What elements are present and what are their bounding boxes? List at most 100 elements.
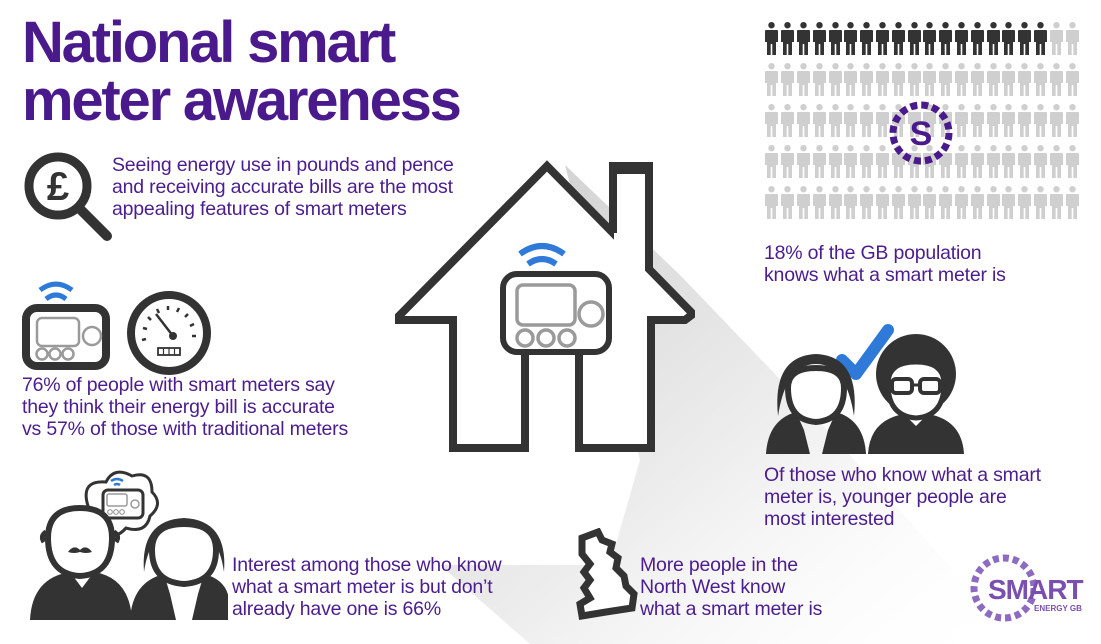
person-icon <box>954 104 970 145</box>
logo-main-text: SMART <box>988 574 1084 605</box>
person-icon <box>985 145 1001 186</box>
person-icon <box>764 145 780 186</box>
person-icon <box>780 186 796 227</box>
person-icon <box>1033 22 1049 63</box>
person-icon <box>811 63 827 104</box>
person-icon <box>1048 186 1064 227</box>
person-icon <box>1064 22 1080 63</box>
person-icon <box>764 22 780 63</box>
person-icon <box>875 63 891 104</box>
person-icon <box>827 63 843 104</box>
person-icon <box>1001 63 1017 104</box>
magnifier-pound-icon: £ <box>24 152 112 241</box>
person-icon <box>1001 104 1017 145</box>
person-icon <box>843 104 859 145</box>
person-icon <box>922 22 938 63</box>
person-icon <box>906 63 922 104</box>
person-icon <box>985 186 1001 227</box>
person-icon <box>875 22 891 63</box>
person-icon <box>1064 63 1080 104</box>
person-icon <box>1017 63 1033 104</box>
person-icon <box>938 63 954 104</box>
person-icon <box>985 63 1001 104</box>
person-icon <box>969 22 985 63</box>
person-icon <box>1033 186 1049 227</box>
person-icon <box>811 145 827 186</box>
checkmark-icon <box>836 324 894 380</box>
person-icon <box>954 186 970 227</box>
young-people-checkmark-icon <box>766 324 964 454</box>
person-icon <box>764 186 780 227</box>
title-line-1: National smart <box>22 10 396 75</box>
person-icon <box>780 145 796 186</box>
person-icon <box>922 186 938 227</box>
person-icon <box>969 186 985 227</box>
person-icon <box>811 22 827 63</box>
person-icon <box>796 63 812 104</box>
fact-interest: Interest among those who know what a sma… <box>232 554 502 620</box>
person-icon <box>843 63 859 104</box>
person-icon <box>1001 22 1017 63</box>
person-icon <box>811 104 827 145</box>
person-icon <box>969 104 985 145</box>
fact-accuracy: 76% of people with smart meters say they… <box>22 374 349 440</box>
smart-meter-icon <box>22 281 110 370</box>
person-icon <box>859 63 875 104</box>
person-icon <box>796 104 812 145</box>
person-icon <box>843 186 859 227</box>
person-icon <box>922 104 938 145</box>
person-icon <box>969 63 985 104</box>
person-icon <box>1064 186 1080 227</box>
fact-pounds-pence: Seeing energy use in pounds and pence an… <box>112 154 454 220</box>
person-icon <box>764 63 780 104</box>
person-icon <box>1048 104 1064 145</box>
person-icon <box>780 104 796 145</box>
person-icon <box>1048 22 1064 63</box>
person-icon <box>954 22 970 63</box>
person-icon <box>1064 145 1080 186</box>
person-icon <box>985 104 1001 145</box>
person-icon <box>985 22 1001 63</box>
person-icon <box>796 145 812 186</box>
person-icon <box>906 186 922 227</box>
person-icon <box>1017 186 1033 227</box>
smart-energy-gb-logo: SMART ENERGY GB <box>966 550 1084 630</box>
title-line-2: meter awareness <box>22 68 462 133</box>
people-grid-icon <box>764 22 1080 228</box>
svg-text:£: £ <box>47 165 69 209</box>
person-icon <box>1001 186 1017 227</box>
person-icon <box>843 145 859 186</box>
house-shadow <box>440 165 1020 644</box>
person-icon <box>827 145 843 186</box>
person-icon <box>796 22 812 63</box>
person-icon <box>1017 104 1033 145</box>
page-title: National smart meter awareness <box>22 10 462 133</box>
logo-ring-icon <box>970 554 1036 622</box>
person-icon <box>827 22 843 63</box>
person-icon <box>890 186 906 227</box>
uk-map-icon <box>576 528 638 621</box>
svg-text:S: S <box>910 115 933 153</box>
wifi-icon <box>518 243 566 267</box>
person-icon <box>764 104 780 145</box>
person-icon <box>859 22 875 63</box>
person-icon <box>811 186 827 227</box>
traditional-meter-dial-icon <box>127 291 211 375</box>
fact-north-west: More people in the North West know what … <box>640 554 823 620</box>
person-icon <box>1017 22 1033 63</box>
person-icon <box>1017 145 1033 186</box>
person-icon <box>890 22 906 63</box>
fact-awareness: 18% of the GB population knows what a sm… <box>764 242 1006 286</box>
person-icon <box>859 104 875 145</box>
person-icon <box>1048 63 1064 104</box>
person-icon <box>875 104 891 145</box>
person-icon <box>890 63 906 104</box>
person-icon <box>796 186 812 227</box>
person-icon <box>954 63 970 104</box>
person-icon <box>827 186 843 227</box>
person-icon <box>1001 145 1017 186</box>
person-icon <box>859 186 875 227</box>
person-icon <box>1033 104 1049 145</box>
person-icon <box>780 63 796 104</box>
fact-younger: Of those who know what a smart meter is,… <box>764 464 1041 530</box>
